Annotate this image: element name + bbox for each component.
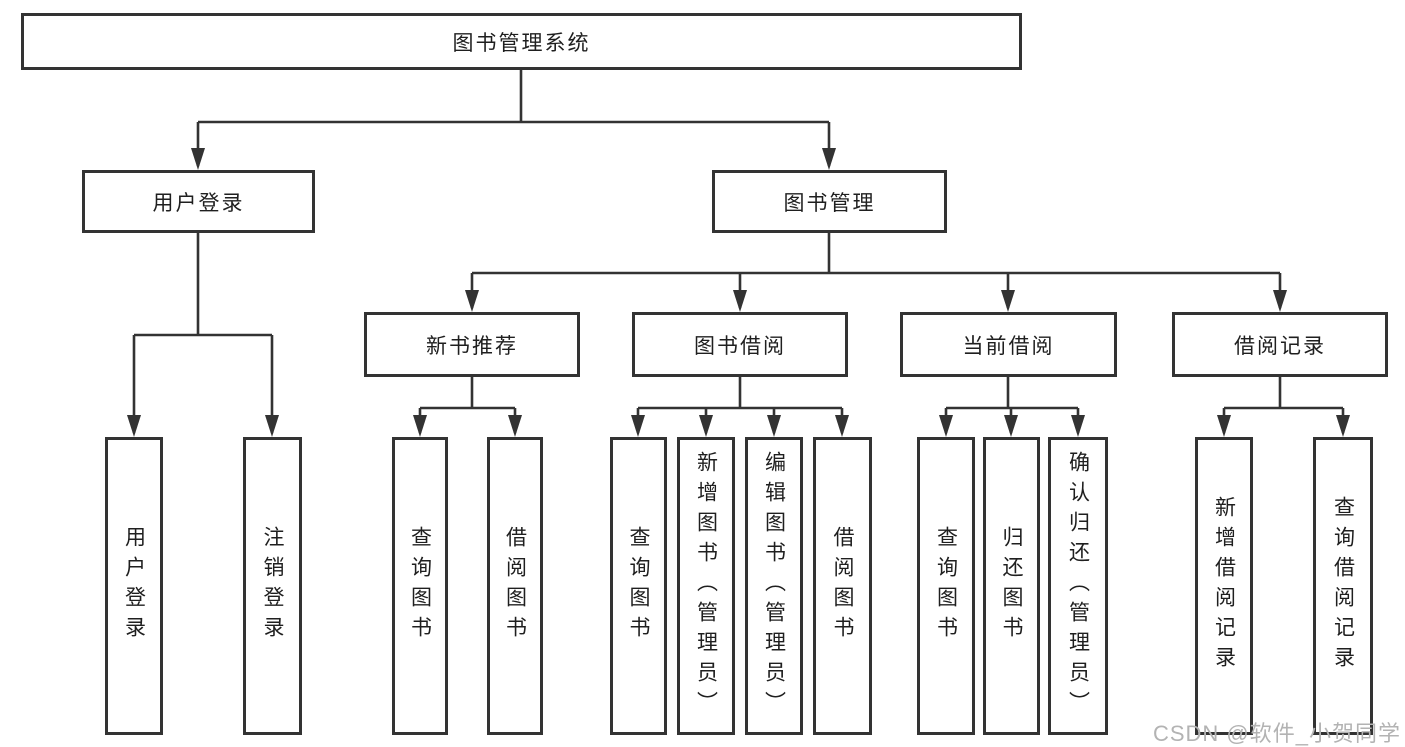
node-cb-query-books-label: 查询图书 (934, 526, 958, 646)
node-login: 用户登录 (105, 437, 163, 735)
node-borrow-records: 借阅记录 (1172, 312, 1388, 377)
node-rec-query-books: 查询图书 (392, 437, 448, 735)
arrowhead-icon (767, 415, 781, 437)
node-cb-confirm-return-admin: 确认归还（管理员） (1048, 437, 1108, 735)
node-cb-return-books: 归还图书 (983, 437, 1040, 735)
node-bb-add-books-admin: 新增图书（管理员） (677, 437, 735, 735)
arrowhead-icon (939, 415, 953, 437)
node-current-borrow-label: 当前借阅 (962, 334, 1055, 358)
node-br-query-record-label: 查询借阅记录 (1331, 496, 1355, 676)
node-root: 图书管理系统 (21, 13, 1022, 70)
arrowhead-icon (699, 415, 713, 437)
node-logout-label: 注销登录 (261, 526, 284, 646)
watermark: CSDN @软件_小贺同学 (1152, 721, 1401, 746)
node-user-login: 用户登录 (82, 170, 315, 233)
connector-book-mgmt-to-level3 (465, 233, 1287, 312)
node-book-mgmt: 图书管理 (712, 170, 947, 233)
node-br-query-record: 查询借阅记录 (1313, 437, 1373, 735)
node-rec-query-books-label: 查询图书 (408, 526, 432, 646)
arrowhead-icon (127, 415, 141, 437)
node-bb-query-books: 查询图书 (610, 437, 667, 735)
node-borrow-records-label: 借阅记录 (1234, 334, 1326, 358)
node-book-borrow: 图书借阅 (632, 312, 848, 377)
arrowhead-icon (191, 148, 205, 170)
node-book-mgmt-label: 图书管理 (783, 191, 876, 215)
node-bb-edit-books-admin-label: 编辑图书（管理员） (762, 451, 786, 721)
node-br-add-record-label: 新增借阅记录 (1212, 496, 1236, 676)
arrowhead-icon (1004, 415, 1018, 437)
arrowhead-icon (733, 290, 747, 312)
node-bb-edit-books-admin: 编辑图书（管理员） (745, 437, 803, 735)
arrowhead-icon (822, 148, 836, 170)
node-bb-query-books-label: 查询图书 (627, 526, 650, 646)
arrowhead-icon (413, 415, 427, 437)
connector-borrow-records-to-children (1217, 377, 1350, 437)
arrowhead-icon (1071, 415, 1085, 437)
arrowhead-icon (1336, 415, 1350, 437)
node-bb-add-books-admin-label: 新增图书（管理员） (694, 451, 718, 721)
arrowhead-icon (1273, 290, 1287, 312)
arrowhead-icon (265, 415, 279, 437)
node-root-label: 图书管理系统 (452, 31, 591, 55)
connector-current-borrow-to-children (939, 377, 1085, 437)
arrowhead-icon (835, 415, 849, 437)
connector-new-book-rec-to-children (413, 377, 522, 437)
node-logout: 注销登录 (243, 437, 302, 735)
node-user-login-label: 用户登录 (152, 191, 245, 215)
connector-book-borrow-to-children (631, 377, 849, 437)
node-book-borrow-label: 图书借阅 (694, 334, 786, 358)
node-login-label: 用户登录 (122, 526, 146, 646)
node-current-borrow: 当前借阅 (900, 312, 1117, 377)
node-bb-borrow-books: 借阅图书 (813, 437, 872, 735)
arrowhead-icon (631, 415, 645, 437)
arrowhead-icon (1001, 290, 1015, 312)
arrowhead-icon (508, 415, 522, 437)
node-rec-borrow-books: 借阅图书 (487, 437, 543, 735)
node-new-book-rec-label: 新书推荐 (426, 334, 518, 358)
node-new-book-rec: 新书推荐 (364, 312, 580, 377)
node-cb-confirm-return-admin-label: 确认归还（管理员） (1066, 451, 1090, 721)
node-bb-borrow-books-label: 借阅图书 (831, 526, 854, 646)
node-cb-return-books-label: 归还图书 (1000, 526, 1023, 646)
node-br-add-record: 新增借阅记录 (1195, 437, 1253, 735)
arrowhead-icon (465, 290, 479, 312)
connector-root-to-level2 (191, 69, 836, 170)
node-cb-query-books: 查询图书 (917, 437, 975, 735)
connector-user-login-to-children (127, 233, 279, 437)
node-rec-borrow-books-label: 借阅图书 (503, 526, 527, 646)
arrowhead-icon (1217, 415, 1231, 437)
